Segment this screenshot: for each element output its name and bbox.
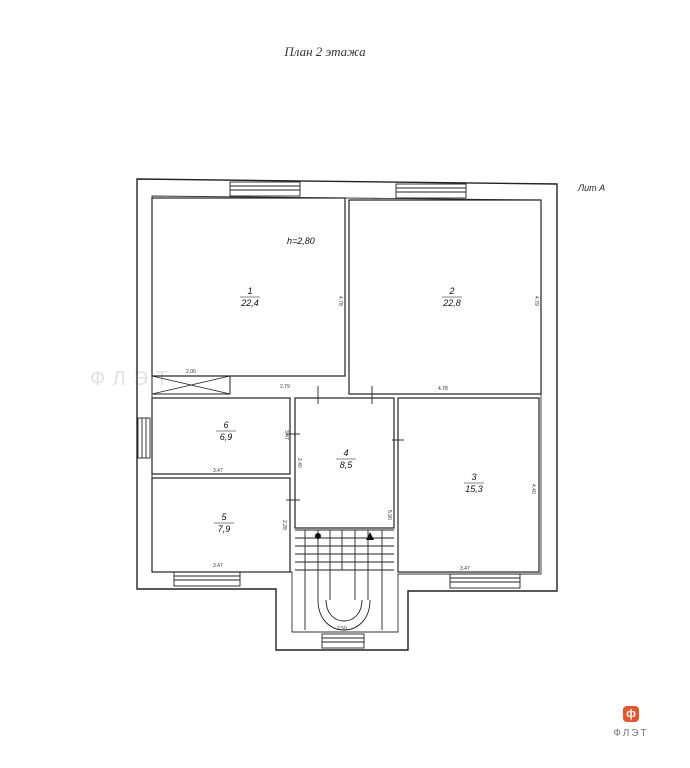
dim-label: 4.78: [337, 296, 343, 306]
flat-logo: ф ФЛЭТ: [602, 706, 660, 746]
watermark: ФЛЭТ: [90, 368, 177, 390]
logo-text: ФЛЭТ: [613, 728, 649, 739]
svg-text:22,8: 22,8: [442, 298, 461, 308]
plan-title: План 2 этажа: [284, 44, 366, 59]
svg-text:15,3: 15,3: [465, 484, 483, 494]
room-label-3: 3 15,3: [464, 472, 484, 494]
lit-label: Лит А: [578, 183, 606, 193]
door-marks: [286, 386, 404, 501]
svg-text:7,9: 7,9: [218, 524, 231, 534]
dim-label: 2.28: [281, 520, 287, 530]
height-label: h=2,80: [287, 236, 315, 246]
svg-text:4: 4: [343, 448, 348, 458]
svg-text:1: 1: [247, 286, 252, 296]
room-1: [151, 197, 346, 377]
dim-label: 2.79: [280, 384, 290, 390]
dim-label: 3.47: [213, 563, 223, 569]
room-label-2: 2 22,8: [442, 286, 462, 308]
room-3: [397, 397, 540, 573]
dim-label: 4.40: [530, 484, 536, 494]
room-label-6: 6 6,9: [216, 420, 236, 442]
dim-label: 4.79: [533, 296, 539, 306]
svg-text:6: 6: [223, 420, 228, 430]
room-6: [151, 397, 291, 475]
closet: [151, 375, 231, 395]
svg-text:8,5: 8,5: [340, 460, 354, 470]
room-2: [348, 199, 542, 395]
outer-wall: [136, 178, 558, 651]
dim-label: 2.50: [337, 626, 347, 632]
staircase: [295, 529, 394, 631]
room-label-5: 5 7,9: [214, 512, 234, 534]
svg-text:3: 3: [471, 472, 476, 482]
dim-label: 3.47: [213, 468, 223, 474]
inner-wall: [151, 195, 542, 633]
dim-label: 3.47: [283, 430, 289, 440]
svg-text:5: 5: [221, 512, 227, 522]
room-4: [294, 397, 395, 529]
svg-text:2: 2: [448, 286, 454, 296]
logo-badge-icon: ф: [623, 706, 639, 722]
svg-text:6,9: 6,9: [220, 432, 233, 442]
room-label-1: 1 22,4: [240, 286, 260, 308]
stair-start-dot: [315, 533, 321, 539]
room-label-4: 4 8,5: [336, 448, 356, 470]
dim-label: 3.47: [460, 566, 470, 572]
stair-arrow: [366, 532, 374, 540]
windows: [137, 181, 521, 649]
dim-label: 4.78: [438, 386, 448, 392]
dim-label: 2.40: [296, 458, 302, 468]
dim-label: 5.90: [386, 510, 392, 520]
svg-text:22,4: 22,4: [240, 298, 259, 308]
dim-label: 2.00: [186, 369, 196, 375]
